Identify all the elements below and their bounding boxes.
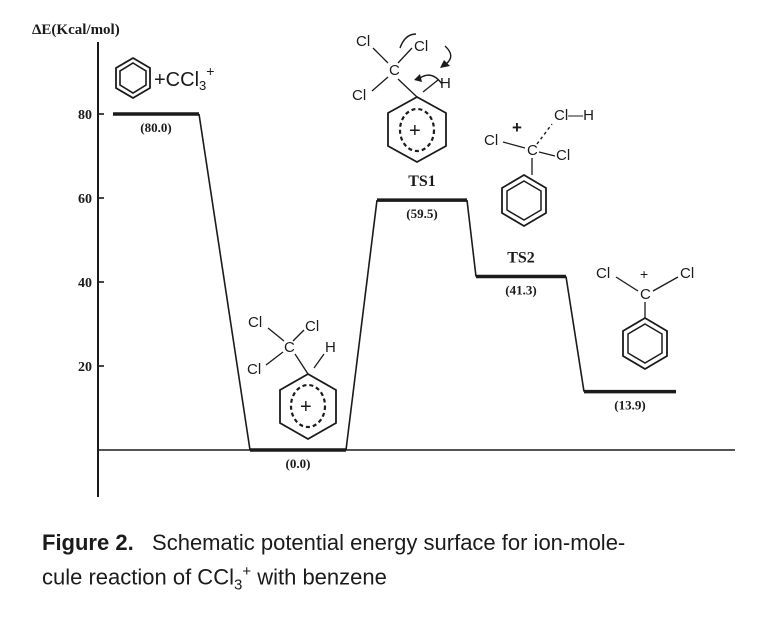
benzene-inner-ring-icon [506,180,542,221]
atom-cl: Cl [247,361,261,378]
positive-charge: + [512,118,522,137]
y-axis-label: ΔE(Kcal/mol) [32,22,120,38]
atom-cl: Cl [414,38,428,55]
benzene-inner-ring-icon [119,62,147,94]
energy-value-label: (41.3) [505,283,536,298]
positive-charge: + [409,120,421,142]
atom-c: C [284,339,295,356]
y-tick-label: 60 [78,192,92,207]
atom-c: C [640,286,651,303]
caption-subscript: 3 [233,576,243,594]
caption-superscript: + [242,563,252,580]
state-name-label: TS1 [408,173,436,190]
product-structure: Cl Cl + C [596,265,694,371]
state-name-label: TS2 [507,250,535,267]
ts2-structure: + Cl—H Cl Cl C [484,107,594,228]
reactant-label: +CCl [154,69,199,91]
energy-value-label: (59.5) [406,206,437,221]
figure-caption: Figure 2. Schematic potential energy sur… [42,528,762,600]
benzene-ring-icon [115,56,151,100]
benzene-inner-ring-icon [627,323,663,364]
positive-charge: + [300,396,312,418]
y-tick-label: 80 [78,108,92,123]
y-tick-label: 40 [78,276,92,291]
atom-c: C [389,62,400,79]
svg-text:+CCl3+: +CCl3+ [154,63,214,93]
atom-h: H [440,75,451,92]
hcl-fragment: Cl—H [554,107,594,124]
energy-value-label: (0.0) [286,456,311,471]
atom-h: H [325,339,336,356]
caption-label: Figure 2. [42,530,134,555]
atom-cl: Cl [248,314,262,331]
atom-cl: Cl [356,33,370,50]
atom-cl: Cl [484,132,498,149]
atom-cl: Cl [556,147,570,164]
atom-c: C [527,142,538,159]
reactant-subscript: 3 [199,78,206,93]
energy-value-label: (80.0) [140,120,171,135]
cyclohexadienyl-ring-icon [279,372,337,441]
atom-cl: Cl [352,87,366,104]
caption-text: cule reaction of CCl [42,564,234,590]
arrow-head-icon [440,60,450,68]
arrow-head-icon [414,74,422,82]
y-ticks: 20 40 60 80 [78,108,104,375]
intermediate-structure: Cl Cl Cl C H + [247,314,337,441]
caption-line-1: Figure 2. Schematic potential energy sur… [42,528,762,557]
step-labels: (80.0) (0.0) (59.5) TS1 (41.3) TS2 (13.9) [140,120,645,471]
connector-line [345,200,378,451]
reactant-structure: +CCl3+ [115,56,214,100]
atom-cl: Cl [596,265,610,282]
connector-line [198,113,251,451]
energy-value-label: (13.9) [614,398,645,413]
connector-line [466,200,477,277]
benzene-ring-icon [501,173,547,228]
ts1-structure: Cl Cl Cl C H + [352,33,452,164]
caption-text: with benzene [251,564,387,590]
caption-line-2: cule reaction of CCl3+ with benzene [42,557,762,600]
connector-line [565,276,585,392]
reactant-superscript: + [206,63,214,79]
y-tick-label: 20 [78,360,92,375]
atom-cl: Cl [305,318,319,335]
caption-text: Schematic potential energy surface for i… [152,530,626,555]
energy-profile [113,112,676,452]
positive-charge: + [640,266,648,282]
atom-cl: Cl [680,265,694,282]
benzene-ring-icon [622,316,668,371]
arenium-ring-icon [387,95,447,164]
